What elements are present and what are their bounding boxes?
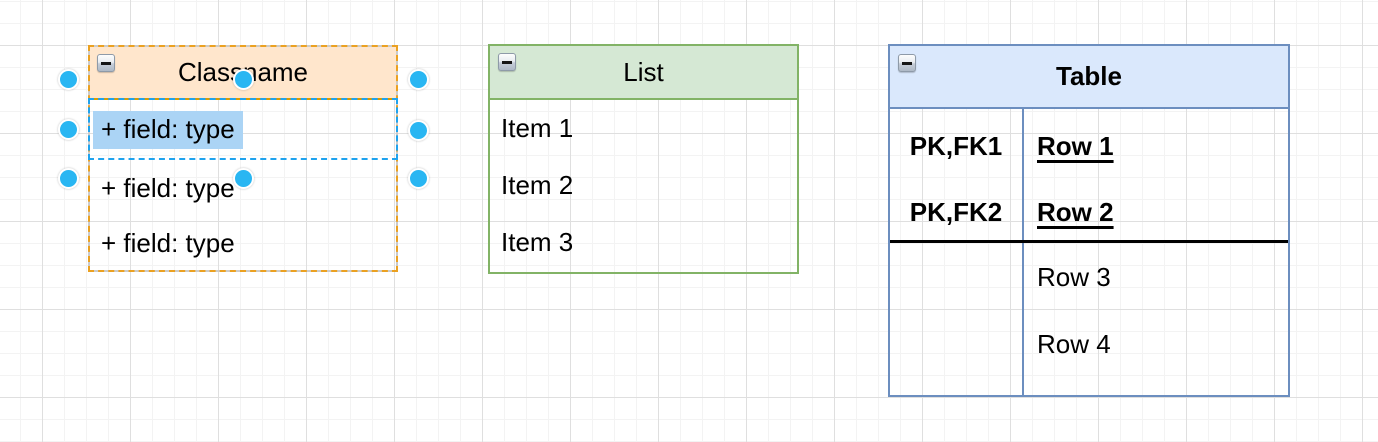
list-item-3-label: Item 3 xyxy=(501,227,574,257)
selection-handle-e[interactable] xyxy=(408,120,429,141)
table-collapse-button[interactable] xyxy=(898,54,916,72)
class-collapse-button[interactable] xyxy=(97,54,115,72)
list-item-1-label: Item 1 xyxy=(501,113,574,143)
table-title: Table xyxy=(1056,61,1122,91)
selection-handle-s[interactable] xyxy=(233,168,254,189)
uml-class-field-2[interactable]: + field: type xyxy=(90,160,396,217)
table-row-4[interactable]: Row 4 xyxy=(1024,311,1288,378)
table-section-divider xyxy=(890,240,1288,243)
list-title: List xyxy=(623,56,664,87)
minus-icon xyxy=(502,60,512,64)
entity-table-shape[interactable]: Table PK,FK1 PK,FK2 Row 1 Row 2 Row 3 Ro… xyxy=(888,44,1290,397)
minus-icon xyxy=(101,61,111,65)
selection-handle-n[interactable] xyxy=(233,69,254,90)
selection-handle-w[interactable] xyxy=(58,119,79,140)
table-header[interactable]: Table xyxy=(890,46,1288,109)
list-collapse-button[interactable] xyxy=(498,53,516,71)
table-row-1[interactable]: Row 1 xyxy=(1024,113,1288,179)
table-column-divider xyxy=(1022,109,1024,395)
table-body: PK,FK1 PK,FK2 Row 1 Row 2 Row 3 Row 4 xyxy=(890,109,1288,395)
table-row-1-label: Row 1 xyxy=(1037,130,1114,161)
table-row-3[interactable]: Row 3 xyxy=(1024,244,1288,311)
selection-handle-nw[interactable] xyxy=(58,69,79,90)
selection-handle-sw[interactable] xyxy=(58,168,79,189)
table-row-3-label: Row 3 xyxy=(1037,262,1111,292)
table-row-2-label: Row 2 xyxy=(1037,196,1114,227)
uml-class-field-3[interactable]: + field: type xyxy=(90,217,396,270)
list-header[interactable]: List xyxy=(490,46,797,100)
uml-class-field-1[interactable]: + field: type xyxy=(90,100,396,160)
list-item-1[interactable]: Item 1 xyxy=(490,100,797,157)
selection-handle-se[interactable] xyxy=(408,168,429,189)
table-key-cell-1[interactable]: PK,FK1 xyxy=(909,130,1003,161)
list-item-2[interactable]: Item 2 xyxy=(490,157,797,214)
list-shape[interactable]: List Item 1 Item 2 Item 3 xyxy=(488,44,799,274)
table-key-cell-2[interactable]: PK,FK2 xyxy=(909,196,1003,227)
uml-class-field-1-label: + field: type xyxy=(93,111,243,149)
list-item-3[interactable]: Item 3 xyxy=(490,214,797,271)
list-item-2-label: Item 2 xyxy=(501,170,574,200)
uml-class-field-2-label: + field: type xyxy=(101,173,235,203)
table-row-4-label: Row 4 xyxy=(1037,329,1111,359)
uml-class-field-3-label: + field: type xyxy=(101,228,235,258)
table-row-2[interactable]: Row 2 xyxy=(1024,179,1288,245)
minus-icon xyxy=(902,61,912,65)
selection-handle-ne[interactable] xyxy=(408,69,429,90)
